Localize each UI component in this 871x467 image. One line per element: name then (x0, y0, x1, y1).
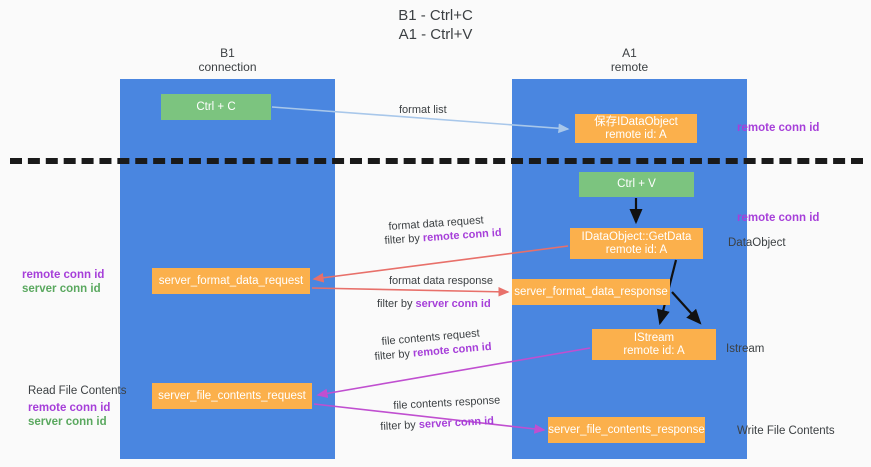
column-header-b1: B1 connection (198, 46, 257, 74)
annotation-remote-conn-id-top: remote conn id (737, 122, 820, 134)
node-server-format-data-request[interactable]: server_format_data_request (152, 268, 310, 294)
node-server-file-contents-response[interactable]: server_file_contents_response (548, 417, 705, 443)
label-file-contents-response: file contents response (393, 394, 501, 412)
node-server-file-contents-request[interactable]: server_file_contents_request (152, 383, 312, 409)
annotation-write-file-contents: Write File Contents (737, 425, 835, 437)
label-file-contents-response-filter: filter by server conn id (380, 414, 494, 434)
annotation-server-conn-id: server conn id (28, 416, 107, 428)
node-idataobject-getdata[interactable]: IDataObject::GetData remote id: A (570, 228, 703, 259)
label-format-data-response-filter: filter by server conn id (377, 297, 491, 311)
node-istream[interactable]: IStream remote id: A (592, 329, 716, 360)
annotation-istream: Istream (726, 343, 765, 355)
filter-prefix: filter by (384, 232, 424, 247)
filter-key-remote-conn-id: remote conn id (422, 226, 502, 245)
page-title: B1 - Ctrl+C A1 - Ctrl+V (398, 7, 473, 43)
annotation-read-file-contents: Read File Contents (28, 385, 127, 397)
node-ctrl-v[interactable]: Ctrl + V (579, 172, 694, 197)
annotation-left-conn-ids-top: remote conn id server conn id (22, 268, 104, 296)
annotation-remote-conn-id: remote conn id (28, 402, 111, 414)
filter-key-server-conn-id: server conn id (415, 298, 491, 310)
node-server-format-data-response[interactable]: server_format_data_response (512, 279, 670, 305)
arrow-format-data-response (311, 287, 510, 297)
annotation-server-conn-id: server conn id (22, 283, 101, 295)
filter-prefix: filter by (380, 418, 420, 433)
annotation-remote-conn-id-mid: remote conn id (737, 212, 820, 224)
annotation-remote-conn-id: remote conn id (22, 269, 105, 281)
filter-prefix: filter by (374, 347, 414, 363)
phase-separator (10, 158, 863, 164)
filter-key-server-conn-id: server conn id (418, 415, 495, 431)
column-header-a1: A1 remote (610, 46, 649, 74)
label-format-data-response: format data response (389, 275, 493, 287)
label-format-list: format list (399, 104, 447, 116)
annotation-left-conn-ids-bottom: remote conn id server conn id (28, 401, 110, 429)
filter-prefix: filter by (377, 298, 416, 310)
node-save-idataobject[interactable]: 保存IDataObject remote id: A (575, 114, 697, 143)
annotation-dataobject: DataObject (728, 237, 786, 249)
node-ctrl-c[interactable]: Ctrl + C (161, 94, 271, 120)
